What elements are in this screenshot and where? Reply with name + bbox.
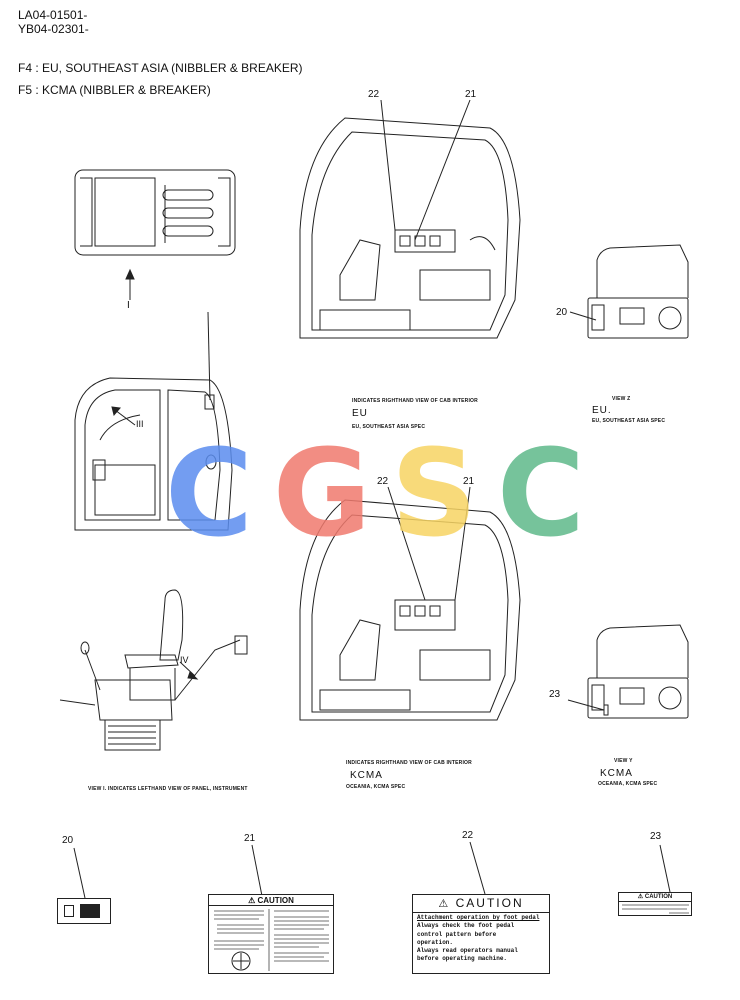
cab-interior-kcma <box>299 486 521 721</box>
roman-iv: IV <box>180 655 189 665</box>
watermark-letter-s: S <box>390 425 478 564</box>
operator-seat-view <box>59 589 248 751</box>
watermark-letter-g: G <box>272 425 372 564</box>
roman-iii: III <box>136 419 144 429</box>
caption-kcma-spec: OCEANIA, KCMA SPEC <box>346 784 406 790</box>
caption-view-z-spec: EU, SOUTHEAST ASIA SPEC <box>592 418 666 424</box>
callout-20: 20 <box>62 835 74 846</box>
callout-21-eu: 21 <box>465 89 477 100</box>
config-f5: F5 : KCMA (NIBBLER & BREAKER) <box>18 83 211 97</box>
label-22-line-3: control pattern before <box>417 930 497 938</box>
caption-view-y-spec: OCEANIA, KCMA SPEC <box>598 781 658 787</box>
callout-20-view: 20 <box>556 307 568 318</box>
cab-interior-eu <box>299 99 521 339</box>
label-23-text-lines <box>622 904 689 914</box>
label-23-title: ⚠ CAUTION <box>619 893 691 902</box>
view-y-panel <box>567 624 689 719</box>
label-20-icon-right <box>80 904 100 918</box>
label-21-text-lines <box>214 909 329 971</box>
label-22: ⚠ CAUTION Attachment operation by foot p… <box>412 894 550 974</box>
console-top-view <box>74 169 236 256</box>
label-22-line-5: Always read operators manual <box>417 947 518 955</box>
label-22-line-6: before operating machine. <box>417 955 508 963</box>
view-z-panel <box>569 244 689 339</box>
callout-21-kcma: 21 <box>463 476 475 487</box>
label-23-title-text: CAUTION <box>644 894 673 900</box>
caption-eu-spec: EU, SOUTHEAST ASIA SPEC <box>352 424 426 430</box>
part-code-2: YB04-02301- <box>18 22 89 36</box>
label-22-warning-icon: ⚠ <box>438 898 451 910</box>
label-22-line-2: Always check the foot pedal <box>417 922 515 930</box>
caption-view-y-region: KCMA <box>600 768 633 779</box>
label-22-title-text: CAUTION <box>455 896 524 910</box>
callout-21: 21 <box>244 833 256 844</box>
caption-eu-interior: INDICATES RIGHTHAND VIEW OF CAB INTERIOR <box>352 398 478 404</box>
watermark: C G S C <box>165 430 585 560</box>
callout-22: 22 <box>462 830 474 841</box>
watermark-letter-c1: C <box>165 425 254 564</box>
arrow-i <box>125 268 135 300</box>
caption-view-y: VIEW Y <box>614 758 633 764</box>
callout-22-kcma: 22 <box>377 476 389 487</box>
part-code-1: LA04-01501- <box>18 8 88 22</box>
label-22-title: ⚠ CAUTION <box>413 895 549 913</box>
caption-kcma-interior: INDICATES RIGHTHAND VIEW OF CAB INTERIOR <box>346 760 472 766</box>
label-21-title: ⚠ CAUTION <box>209 895 333 906</box>
caption-kcma-region: KCMA <box>350 770 383 781</box>
cab-left-side-view <box>74 311 233 531</box>
roman-i: I <box>127 300 130 311</box>
watermark-letter-c2: C <box>496 425 585 564</box>
label-22-line-1: Attachment operation by foot pedal <box>417 914 540 921</box>
label-20-icon-left <box>64 905 74 917</box>
caption-view-z: VIEW Z <box>612 396 631 402</box>
label-20 <box>57 898 111 924</box>
config-f4: F4 : EU, SOUTHEAST ASIA (NIBBLER & BREAK… <box>18 61 303 75</box>
callout-23-view: 23 <box>549 689 561 700</box>
caption-view-z-region: EU. <box>592 405 612 416</box>
label-23: ⚠ CAUTION <box>618 892 692 916</box>
caption-view-i: VIEW I. INDICATES LEFTHAND VIEW OF PANEL… <box>88 786 248 792</box>
label-23-warning-icon: ⚠ <box>637 894 644 900</box>
label-22-body: Attachment operation by foot pedal Alway… <box>413 913 549 965</box>
label-21-title-text: CAUTION <box>257 896 294 905</box>
callout-23: 23 <box>650 831 662 842</box>
label-21: ⚠ CAUTION <box>208 894 334 974</box>
caption-eu-region: EU <box>352 408 368 419</box>
callout-22-eu: 22 <box>368 89 380 100</box>
label-22-line-4: operation. <box>417 938 454 946</box>
label-21-warning-icon: ⚠ <box>248 896 256 905</box>
